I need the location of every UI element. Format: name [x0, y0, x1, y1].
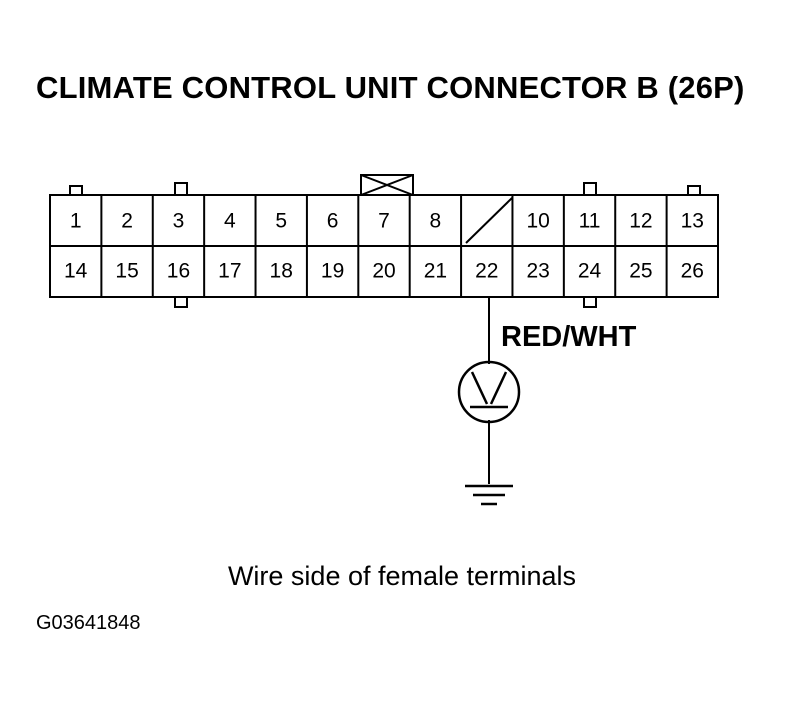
top-tab-2	[174, 182, 188, 195]
pin-6: 6	[327, 210, 339, 233]
pin-3: 3	[173, 210, 185, 233]
pin-18: 18	[270, 260, 293, 283]
pin-20: 20	[372, 260, 395, 283]
pin-23: 23	[526, 260, 549, 283]
pin-4: 4	[224, 210, 236, 233]
empty-cavity-slash	[465, 197, 513, 244]
pin-1: 1	[70, 210, 82, 233]
connector-body	[49, 174, 719, 308]
pin-14: 14	[64, 260, 88, 283]
top-tab-4	[687, 185, 701, 195]
pin-25: 25	[629, 260, 652, 283]
pin-24: 24	[578, 260, 602, 283]
pin-15: 15	[115, 260, 138, 283]
pin-21: 21	[424, 260, 447, 283]
top-tab-3	[583, 182, 597, 195]
figure-id: G03641848	[36, 612, 141, 634]
pin-17: 17	[218, 260, 241, 283]
pin-16: 16	[167, 260, 190, 283]
bottom-tab-1	[174, 297, 188, 308]
pin-22: 22	[475, 260, 498, 283]
caption: Wire side of female terminals	[227, 561, 577, 591]
pin-26: 26	[681, 260, 704, 283]
pin-7: 7	[378, 210, 390, 233]
voltmeter-icon	[457, 360, 521, 424]
pin-19: 19	[321, 260, 344, 283]
ground-icon	[465, 484, 513, 506]
top-tab-1	[69, 185, 83, 195]
wire-label: RED/WHT	[501, 321, 637, 353]
diagram-title: CLIMATE CONTROL UNIT CONNECTOR B (26P)	[36, 70, 745, 105]
bottom-tab-2	[583, 297, 597, 308]
pin-12: 12	[629, 210, 652, 233]
pin-5: 5	[275, 210, 287, 233]
pin-13: 13	[681, 210, 704, 233]
pin-8: 8	[430, 210, 442, 233]
pin-11: 11	[579, 210, 601, 233]
key-box-icon	[360, 174, 414, 196]
pin-10: 10	[526, 210, 549, 233]
pin-2: 2	[121, 210, 133, 233]
